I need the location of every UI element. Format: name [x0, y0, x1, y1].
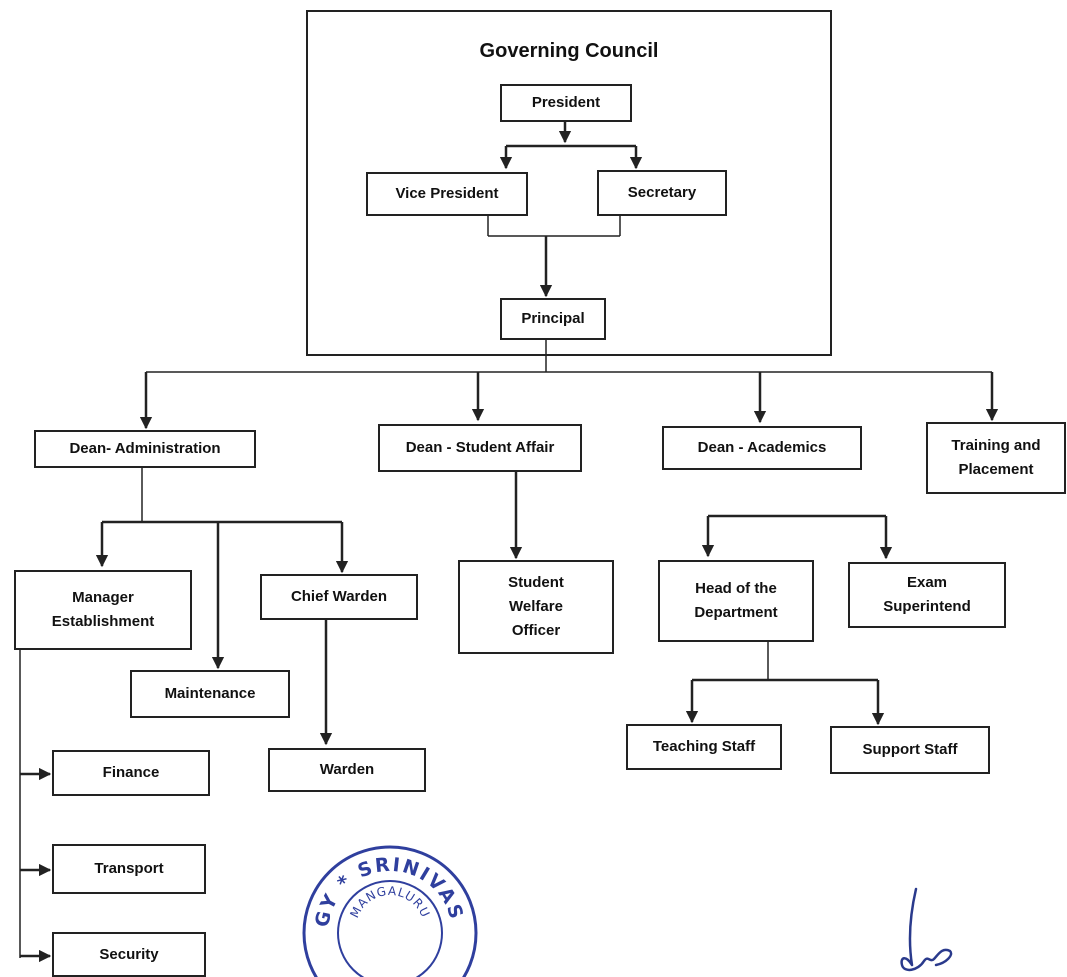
- node-vice-president: Vice President: [366, 172, 528, 216]
- node-president: President: [500, 84, 632, 122]
- node-head-of-department: Head of the Department: [658, 560, 814, 642]
- node-chief-warden: Chief Warden: [260, 574, 418, 620]
- node-dean-administration: Dean- Administration: [34, 430, 256, 468]
- node-warden: Warden: [268, 748, 426, 792]
- node-support-staff: Support Staff: [830, 726, 990, 774]
- institution-stamp: TECHNOLOGY * SRINIVAS INSTITUTE MANGALUR…: [290, 825, 490, 977]
- node-training-placement: Training and Placement: [926, 422, 1066, 494]
- node-student-welfare-officer: Student Welfare Officer: [458, 560, 614, 654]
- stamp-inner-text: MANGALURU: [347, 884, 431, 920]
- node-finance: Finance: [52, 750, 210, 796]
- node-teaching-staff: Teaching Staff: [626, 724, 782, 770]
- stamp-outer-text: TECHNOLOGY * SRINIVAS INSTITUTE: [290, 825, 467, 931]
- node-transport: Transport: [52, 844, 206, 894]
- svg-text:MANGALURU: MANGALURU: [347, 884, 432, 920]
- node-dean-student-affair: Dean - Student Affair: [378, 424, 582, 472]
- node-secretary: Secretary: [597, 170, 727, 216]
- node-maintenance: Maintenance: [130, 670, 290, 718]
- stamp-graphic: TECHNOLOGY * SRINIVAS INSTITUTE MANGALUR…: [290, 825, 478, 977]
- governing-council-frame: [306, 10, 832, 356]
- node-dean-academics: Dean - Academics: [662, 426, 862, 470]
- node-exam-superintend: Exam Superintend: [848, 562, 1006, 628]
- svg-text:TECHNOLOGY * SRINIVAS INSTITUT: TECHNOLOGY * SRINIVAS INSTITUTE: [290, 825, 469, 931]
- governing-council-title: Governing Council: [479, 40, 659, 62]
- node-manager-establishment: Manager Establishment: [14, 570, 192, 650]
- node-security: Security: [52, 932, 206, 977]
- node-principal: Principal: [500, 298, 606, 340]
- signature-mark: [900, 887, 953, 972]
